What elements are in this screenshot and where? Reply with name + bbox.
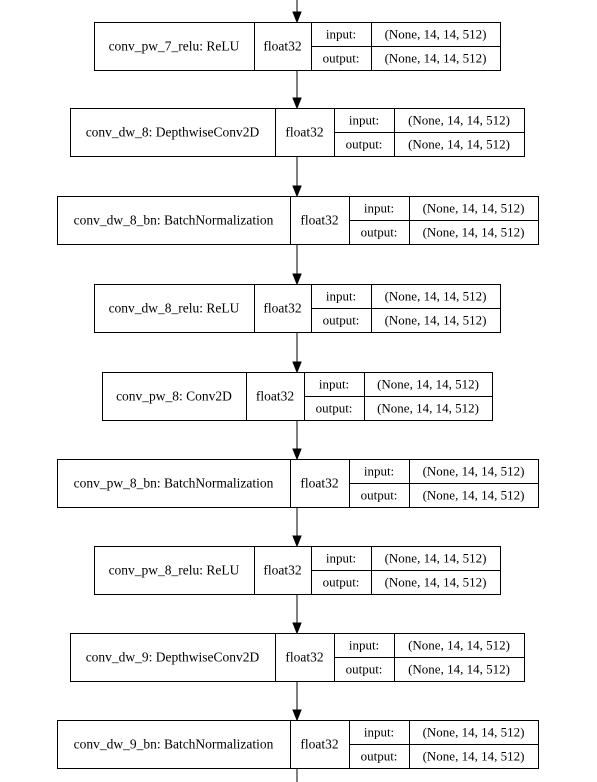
arrowhead-icon (292, 622, 302, 635)
layer-dtype: float32 (263, 563, 301, 578)
edge-2 (292, 244, 302, 286)
input-shape: (None, 14, 14, 512) (423, 725, 525, 740)
layer-name: conv_dw_9_bn: BatchNormalization (74, 737, 274, 752)
layer-name: conv_dw_9: DepthwiseConv2D (86, 650, 260, 665)
layer-name: conv_pw_8: Conv2D (116, 389, 232, 404)
output-shape: (None, 14, 14, 512) (423, 749, 525, 764)
input-shape: (None, 14, 14, 512) (423, 201, 525, 216)
input-shape: (None, 14, 14, 512) (423, 464, 525, 479)
output-shape: (None, 14, 14, 512) (377, 401, 479, 416)
output-label: output: (361, 749, 398, 764)
edges (292, 0, 302, 782)
arrowhead-icon (292, 709, 302, 722)
nodes: conv_pw_7_relu: ReLU float32 input: output:… (57, 22, 539, 769)
output-shape: (None, 14, 14, 512) (385, 313, 487, 328)
layer-node: conv_dw_8_bn: BatchNormalization float32 i… (57, 196, 539, 245)
layer-dtype: float32 (285, 125, 323, 140)
arrowhead-icon (292, 11, 302, 24)
layer-node: conv_dw_9: DepthwiseConv2D float32 input: o… (70, 633, 525, 682)
output-shape: (None, 14, 14, 512) (385, 51, 487, 66)
output-label: output: (361, 225, 398, 240)
output-label: output: (346, 137, 383, 152)
input-label: input: (364, 464, 394, 479)
edge-0 (292, 70, 302, 110)
layer-name: conv_dw_8_bn: BatchNormalization (74, 213, 274, 228)
input-shape: (None, 14, 14, 512) (377, 377, 479, 392)
arrowhead-icon (292, 273, 302, 286)
input-label: input: (364, 201, 394, 216)
output-shape: (None, 14, 14, 512) (408, 662, 510, 677)
arrowhead-icon (292, 448, 302, 461)
edge-5 (292, 507, 302, 548)
layer-dtype: float32 (300, 737, 338, 752)
layer-dtype: float32 (256, 389, 294, 404)
input-shape: (None, 14, 14, 512) (385, 27, 487, 42)
output-label: output: (323, 51, 360, 66)
layer-dtype: float32 (300, 476, 338, 491)
input-label: input: (319, 377, 349, 392)
layer-node: conv_pw_8: Conv2D float32 input: output: (No… (102, 372, 493, 421)
input-shape: (None, 14, 14, 512) (385, 551, 487, 566)
edge-6 (292, 594, 302, 635)
layer-name: conv_dw_8_relu: ReLU (109, 301, 240, 316)
output-label: output: (323, 575, 360, 590)
layer-name: conv_pw_8_bn: BatchNormalization (74, 476, 274, 491)
arrowhead-icon (292, 185, 302, 198)
layer-node: conv_dw_8_relu: ReLU float32 input: output:… (94, 284, 501, 333)
layer-dtype: float32 (300, 213, 338, 228)
layer-dtype: float32 (263, 39, 301, 54)
layer-node: conv_dw_8: DepthwiseConv2D float32 input: o… (70, 108, 525, 157)
output-shape: (None, 14, 14, 512) (423, 225, 525, 240)
layer-name: conv_dw_8: DepthwiseConv2D (86, 125, 260, 140)
input-label: input: (349, 113, 379, 128)
input-label: input: (364, 725, 394, 740)
layer-node: conv_pw_7_relu: ReLU float32 input: output:… (94, 22, 501, 71)
edge-3 (292, 332, 302, 374)
output-label: output: (346, 662, 383, 677)
arrowhead-icon (292, 361, 302, 374)
edge-incoming (292, 0, 302, 24)
layer-node: conv_dw_9_bn: BatchNormalization float32 i… (57, 720, 539, 769)
input-label: input: (326, 289, 356, 304)
edge-7 (292, 681, 302, 722)
input-shape: (None, 14, 14, 512) (385, 289, 487, 304)
layer-name: conv_pw_7_relu: ReLU (109, 39, 240, 54)
output-label: output: (361, 488, 398, 503)
input-shape: (None, 14, 14, 512) (408, 638, 510, 653)
input-shape: (None, 14, 14, 512) (408, 113, 510, 128)
layer-node: conv_pw_8_relu: ReLU float32 input: output:… (94, 546, 501, 595)
output-shape: (None, 14, 14, 512) (385, 575, 487, 590)
edge-1 (292, 156, 302, 198)
output-shape: (None, 14, 14, 512) (408, 137, 510, 152)
layer-node: conv_pw_8_bn: BatchNormalization float32 i… (57, 459, 539, 508)
input-label: input: (326, 551, 356, 566)
output-label: output: (323, 313, 360, 328)
output-shape: (None, 14, 14, 512) (423, 488, 525, 503)
arrowhead-icon (292, 535, 302, 548)
input-label: input: (326, 27, 356, 42)
edge-4 (292, 420, 302, 461)
layer-dtype: float32 (263, 301, 301, 316)
layer-name: conv_pw_8_relu: ReLU (109, 563, 240, 578)
layer-dtype: float32 (285, 650, 323, 665)
input-label: input: (349, 638, 379, 653)
output-label: output: (316, 401, 353, 416)
arrowhead-icon (292, 97, 302, 110)
